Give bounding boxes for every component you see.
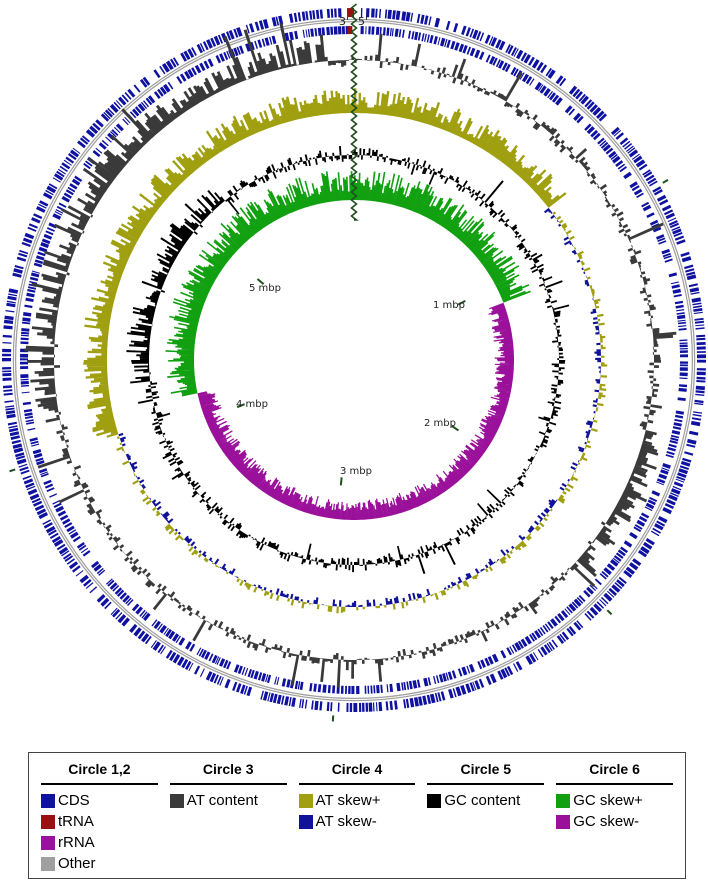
gc-skew-ring (165, 171, 531, 520)
end-label-3prime: 3' (339, 15, 349, 28)
swatch (556, 814, 571, 829)
tick-3mbp (339, 477, 343, 486)
legend-label: AT skew+ (315, 792, 381, 809)
swatch (298, 793, 313, 808)
origin-marker (350, 3, 359, 221)
tick-label-2mbp: 2 mbp (424, 418, 456, 429)
legend-circle-4: Circle 4 AT skew+ AT skew- (293, 753, 422, 878)
legend-title: Circle 4 (298, 761, 416, 785)
legend-title: Circle 6 (556, 761, 673, 785)
tick-4mbp (236, 403, 245, 409)
legend-item-gc-content: GC content (427, 791, 544, 810)
swatch (41, 814, 55, 829)
legend-circle-6: Circle 6 GC skew+ GC skew- (550, 753, 679, 878)
legend-title: Circle 3 (169, 761, 287, 785)
outer-marker (606, 609, 613, 616)
legend-item-at-content: AT content (169, 791, 287, 810)
at-skew-ring (83, 88, 608, 614)
legend-label: GC content (444, 792, 521, 809)
legend-item-other: Other (41, 854, 158, 873)
legend-label: rRNA (58, 834, 95, 851)
legend-circle-1-2: Circle 1,2 CDS tRNA rRNA Other (35, 753, 164, 878)
legend-label: GC skew- (573, 813, 640, 830)
end-label-5prime: 5' (358, 15, 368, 28)
legend-item-trna: tRNA (41, 812, 158, 831)
legend-circle-5: Circle 5 GC content (421, 753, 550, 878)
swatch (556, 793, 571, 808)
tick-1mbp (457, 299, 466, 306)
tick-label-4mbp: 4 mbp (236, 399, 268, 410)
tick-2mbp (451, 425, 460, 432)
legend-item-gc-skew-pos: GC skew+ (556, 791, 673, 810)
legend-label: Other (58, 855, 96, 872)
at-skew-positive (83, 88, 608, 614)
legend-item-at-skew-neg: AT skew- (298, 812, 416, 831)
legend-item-rrna: rRNA (41, 833, 158, 852)
tick-label-1mbp: 1 mbp (433, 300, 465, 311)
legend-label: CDS (58, 792, 90, 809)
tick-label-5mbp: 5 mbp (249, 283, 281, 294)
tick-label-3mbp: 3 mbp (340, 466, 372, 477)
legend-label: GC skew+ (573, 792, 643, 809)
feature-rings (2, 8, 706, 713)
tick-5mbp (256, 278, 265, 285)
gc-skew-positive (165, 171, 531, 397)
at-skew-negative (118, 207, 602, 607)
legend-label: tRNA (58, 813, 94, 830)
swatch (169, 793, 184, 808)
legend: Circle 1,2 CDS tRNA rRNA Other Circle 3 … (28, 752, 686, 879)
legend-item-at-skew-pos: AT skew+ (298, 791, 416, 810)
genome-circle-map: 3' 5' 1 mbp 2 mbp 3 mbp 4 mbp 5 mbp (2, 3, 706, 722)
swatch (298, 814, 313, 829)
swatch (427, 793, 442, 808)
gc-skew-negative (197, 302, 514, 520)
outer-marker (662, 179, 669, 184)
other-ring-inner-line (14, 20, 694, 700)
swatch (41, 856, 55, 871)
legend-item-gc-skew-neg: GC skew- (556, 812, 673, 831)
outer-marker (9, 468, 16, 473)
legend-title: Circle 5 (427, 761, 545, 785)
mbp-ticks (9, 3, 669, 722)
swatch (41, 835, 55, 850)
legend-title: Circle 1,2 (41, 761, 158, 785)
legend-label: AT skew- (315, 813, 377, 830)
legend-label: AT content (186, 792, 258, 809)
legend-item-cds: CDS (41, 791, 158, 810)
swatch (41, 793, 55, 808)
legend-circle-3: Circle 3 AT content (164, 753, 293, 878)
